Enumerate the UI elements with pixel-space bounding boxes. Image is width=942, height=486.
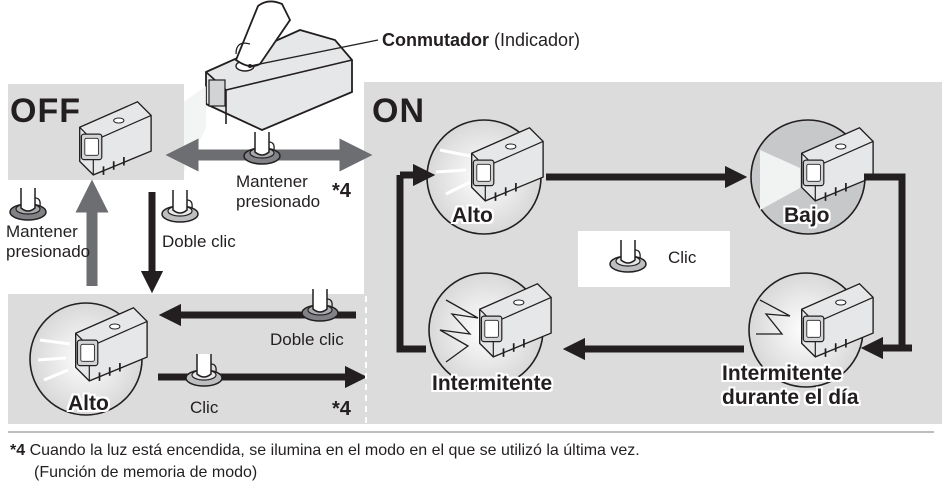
footnote-ref-top: *4 xyxy=(332,180,351,202)
hold-label-left-1: Mantener xyxy=(6,222,78,241)
mode-label-intermitente: Intermitente xyxy=(432,372,553,395)
footnote-marker: *4 xyxy=(10,442,26,459)
double-click-label-left: Doble clic xyxy=(162,232,236,251)
click-box xyxy=(578,231,730,287)
loop-arrow-down-1 xyxy=(864,173,912,352)
hand-pressing-switch xyxy=(184,0,379,172)
mode-label-intermitente-dia-1: Intermitente xyxy=(722,362,843,385)
hold-label-top-1: Mantener xyxy=(236,172,308,191)
footnote-text-1: Cuando la luz está encendida, se ilumina… xyxy=(29,442,640,459)
hold-left-finger-icon xyxy=(9,187,47,221)
mode-bajo-illustration xyxy=(750,119,874,235)
hold-finger-icon xyxy=(243,131,281,165)
hold-label-top-2: presionado xyxy=(236,192,321,211)
click-center-label: Clic xyxy=(668,248,697,267)
click-bottom-finger-icon xyxy=(185,353,223,387)
bottom-alto-illustration xyxy=(29,302,148,416)
double-click-label-bottom: Doble clic xyxy=(270,330,344,349)
loop-arrow-up xyxy=(396,175,426,353)
footnote-line-2: (Función de memoria de modo) xyxy=(34,464,258,481)
switch-callout-rest: (Indicador) xyxy=(494,30,581,50)
footnote-line-1: *4 Cuando la luz está encendida, se ilum… xyxy=(10,442,640,460)
click-bottom-label: Clic xyxy=(190,398,219,417)
hold-label-left-2: presionado xyxy=(6,242,91,261)
mode-label-bajo: Bajo xyxy=(784,204,830,227)
on-title: ON xyxy=(372,92,425,130)
mode-label-alto-bottom: Alto xyxy=(68,392,109,415)
double-click-finger-icon xyxy=(161,189,199,223)
off-lamp-icon xyxy=(78,100,152,176)
mode-alto-illustration xyxy=(426,119,544,235)
mode-label-intermitente-dia-2: durante el día xyxy=(722,386,859,409)
switch-callout: Conmutador (Indicador) xyxy=(382,30,580,51)
off-title: OFF xyxy=(10,92,81,130)
mode-label-alto: Alto xyxy=(452,204,493,227)
double-click-bottom-finger-icon xyxy=(301,288,339,322)
mode-intermitente-dia-illustration xyxy=(748,272,874,388)
footnote-ref-bottom: *4 xyxy=(332,398,351,420)
mode-intermitente-illustration xyxy=(428,272,552,388)
switch-callout-bold: Conmutador xyxy=(382,30,489,50)
